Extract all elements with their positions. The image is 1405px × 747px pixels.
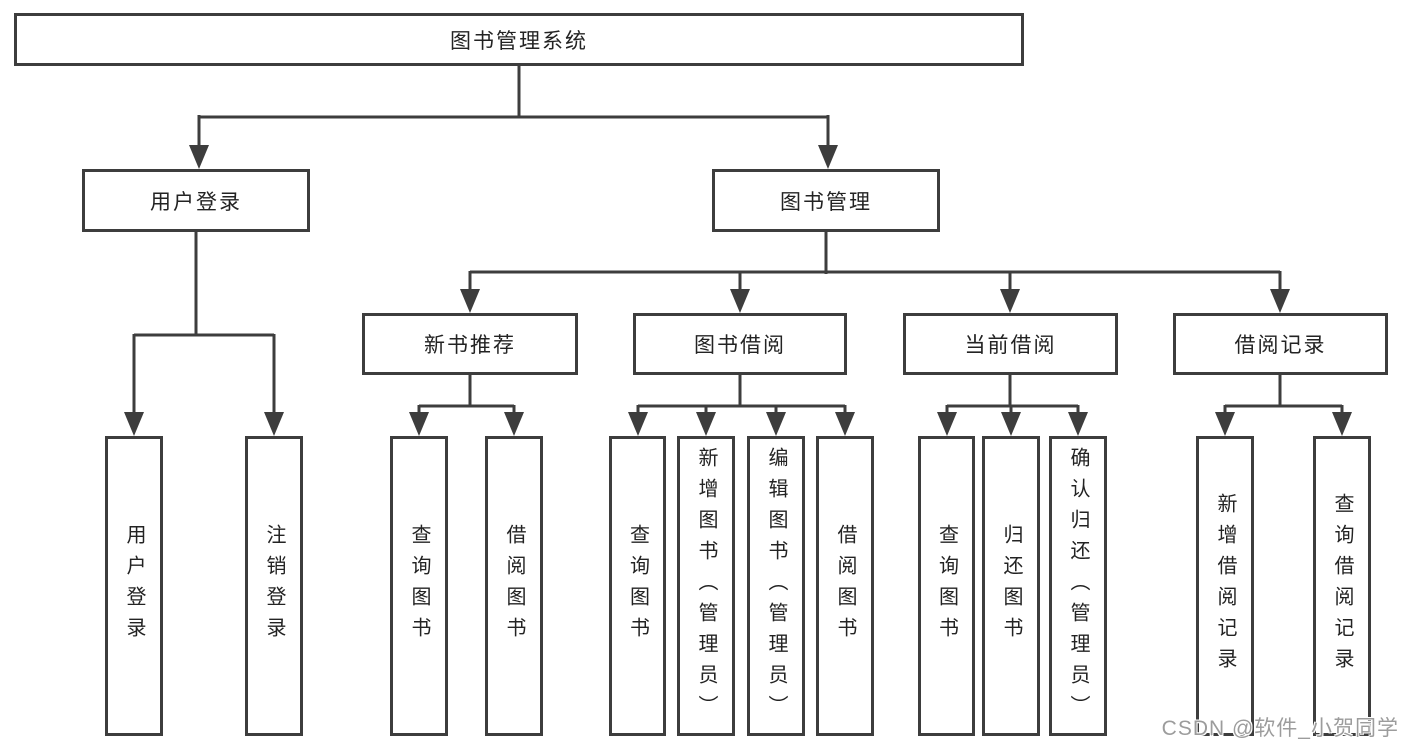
node-current-borrowing: 当前借阅 bbox=[903, 313, 1118, 375]
node-book-management: 图书管理 bbox=[712, 169, 940, 232]
leaf-borrowing-borrow-books: 借阅图书 bbox=[816, 436, 874, 736]
node-user-login-label: 用户登录 bbox=[150, 190, 242, 214]
leaf-borrowing-edit-books: 编辑图书（管理员） bbox=[747, 436, 805, 736]
leaf-records-add-record: 新增借阅记录 bbox=[1196, 436, 1254, 736]
arrowhead bbox=[409, 412, 429, 436]
arrowhead bbox=[730, 289, 750, 313]
node-borrowing-records: 借阅记录 bbox=[1173, 313, 1388, 375]
arrowhead bbox=[835, 412, 855, 436]
leaf-user-login: 用户登录 bbox=[105, 436, 163, 736]
arrowhead bbox=[937, 412, 957, 436]
leaf-borrowing-add-books: 新增图书（管理员） bbox=[677, 436, 735, 736]
node-new-book-recommendation-label: 新书推荐 bbox=[424, 334, 516, 357]
arrowhead bbox=[1068, 412, 1088, 436]
node-book-borrowing: 图书借阅 bbox=[633, 313, 847, 375]
node-root-label: 图书管理系统 bbox=[450, 29, 588, 53]
arrowhead bbox=[504, 412, 524, 436]
leaf-current-query-books: 查询图书 bbox=[918, 436, 975, 736]
csdn-watermark: CSDN @软件_小贺同学 bbox=[1161, 717, 1399, 740]
arrowhead bbox=[264, 412, 284, 436]
leaf-logout-label: 注销登录 bbox=[263, 524, 285, 648]
arrowhead bbox=[766, 412, 786, 436]
leaf-current-confirm-return: 确认归还（管理员） bbox=[1049, 436, 1107, 736]
arrowhead bbox=[696, 412, 716, 436]
leaf-records-query-record-label: 查询借阅记录 bbox=[1331, 493, 1353, 679]
leaf-current-return-books-label: 归还图书 bbox=[1000, 524, 1022, 648]
arrowhead bbox=[189, 145, 209, 169]
leaf-borrowing-query-books: 查询图书 bbox=[609, 436, 666, 736]
arrowhead bbox=[1001, 412, 1021, 436]
arrowhead bbox=[124, 412, 144, 436]
node-new-book-recommendation: 新书推荐 bbox=[362, 313, 578, 375]
leaf-recommend-borrow-books-label: 借阅图书 bbox=[503, 524, 525, 648]
leaf-records-add-record-label: 新增借阅记录 bbox=[1214, 493, 1236, 679]
node-current-borrowing-label: 当前借阅 bbox=[964, 334, 1057, 357]
node-root: 图书管理系统 bbox=[14, 13, 1024, 66]
node-book-management-label: 图书管理 bbox=[780, 190, 872, 214]
arrowhead bbox=[1215, 412, 1235, 436]
arrowhead bbox=[1332, 412, 1352, 436]
leaf-recommend-query-books-label: 查询图书 bbox=[408, 524, 430, 648]
node-book-borrowing-label: 图书借阅 bbox=[694, 334, 786, 357]
node-borrowing-records-label: 借阅记录 bbox=[1234, 334, 1327, 357]
leaf-borrowing-edit-books-label: 编辑图书（管理员） bbox=[765, 446, 787, 726]
node-user-login: 用户登录 bbox=[82, 169, 310, 232]
leaf-borrowing-borrow-books-label: 借阅图书 bbox=[834, 524, 856, 648]
arrowhead bbox=[1000, 289, 1020, 313]
leaf-recommend-borrow-books: 借阅图书 bbox=[485, 436, 543, 736]
leaf-user-login-label: 用户登录 bbox=[123, 524, 145, 648]
leaf-current-return-books: 归还图书 bbox=[982, 436, 1040, 736]
leaf-current-query-books-label: 查询图书 bbox=[935, 524, 958, 648]
leaf-borrowing-query-books-label: 查询图书 bbox=[626, 524, 649, 648]
leaf-recommend-query-books: 查询图书 bbox=[390, 436, 448, 736]
leaf-logout: 注销登录 bbox=[245, 436, 303, 736]
arrowhead bbox=[628, 412, 648, 436]
arrowhead bbox=[460, 289, 480, 313]
leaf-borrowing-add-books-label: 新增图书（管理员） bbox=[695, 446, 717, 726]
arrowhead bbox=[818, 145, 838, 169]
leaf-current-confirm-return-label: 确认归还（管理员） bbox=[1067, 446, 1089, 726]
arrowhead bbox=[1270, 289, 1290, 313]
leaf-records-query-record: 查询借阅记录 bbox=[1313, 436, 1371, 736]
